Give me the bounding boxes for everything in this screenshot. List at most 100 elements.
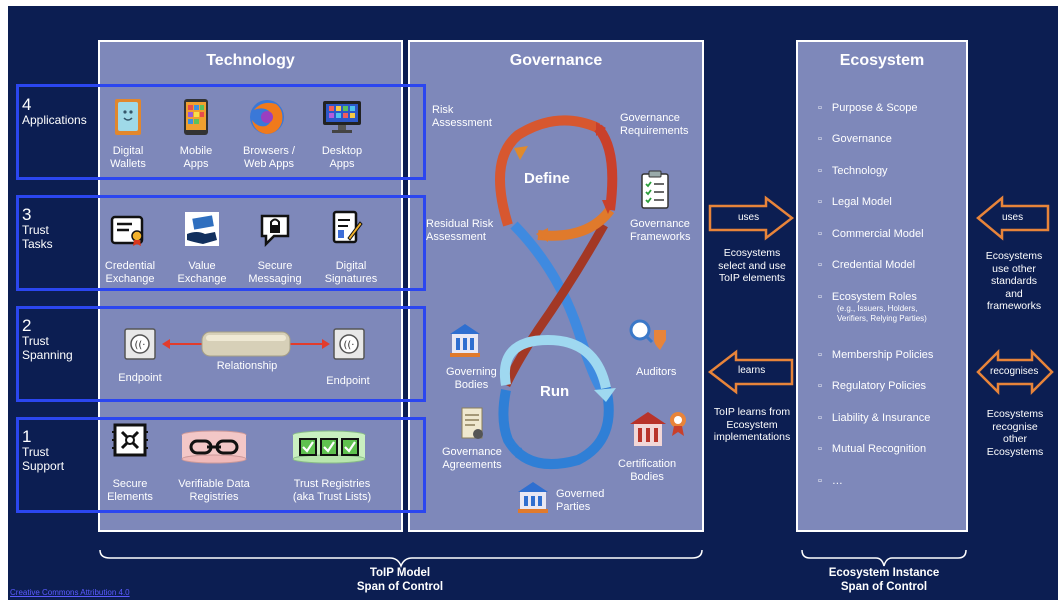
layer-name: Trust [22,223,49,237]
auditors-label: Auditors [636,366,677,378]
layer-number: 3 [22,205,32,224]
secure-messaging-icon [260,214,290,248]
list-item: ▫Governance [818,133,892,145]
layer-number: 4 [22,95,32,114]
list-item: ▫Membership Policies [818,349,934,361]
layer-row-trust-tasks [16,195,426,291]
secure-element-icon [112,423,148,457]
svg-text:((·: ((· [135,340,146,351]
credential-icon [110,215,144,246]
item-label: Trust Registries(aka Trust Lists) [292,478,372,503]
endpoint-right-icon: ((· [333,328,365,360]
trust-registry-icon [292,430,366,464]
layer-name: Applications [22,113,87,127]
certification-body-icon [630,412,686,446]
layer-label-trust-tasks: 3 Trust Tasks [22,206,53,251]
layer-row-trust-support [16,417,426,513]
list-item: ▫Commercial Model [818,228,924,240]
list-item: ▫Legal Model [818,196,892,208]
governance-title: Governance [509,52,603,69]
relationship-label: Relationship [216,360,278,372]
svg-text:((·: ((· [344,340,355,351]
browser-icon [250,100,284,134]
governance-cycle-diagram [495,115,618,470]
relationship-tube-icon [162,331,330,357]
uses-arrow-left [976,195,1050,241]
chain-link-icon [181,430,247,464]
layer-name: Spanning [22,348,73,362]
recognises-double-arrow [976,348,1054,396]
layer-label-trust-spanning: 2 Trust Spanning [22,317,73,362]
layer-name: Support [22,459,65,473]
layer-row-applications [16,84,426,180]
endpoint-left-icon: ((· [124,328,156,360]
agreement-scroll-icon [461,407,483,439]
layer-number: 2 [22,316,32,335]
mobile-app-icon [184,99,208,135]
right-uses-label: uses [1002,212,1024,223]
digital-signature-icon [332,210,363,244]
layer-row-trust-spanning [16,306,426,402]
recognises-label: recognises [990,366,1039,377]
value-exchange-icon [185,212,219,246]
list-item: ▫Credential Model [818,259,916,271]
list-item: ▫Technology [818,165,888,177]
technology-title: Technology [206,52,295,69]
governing-bodies-icon [450,324,480,357]
layer-name: Tasks [22,237,53,251]
list-item: ▫… [818,475,843,487]
auditor-icon [629,319,666,350]
list-item: ▫Liability & Insurance [818,412,931,424]
endpoint-left-label: Endpoint [118,372,162,384]
uses-arrow-right [708,195,795,241]
learns-arrow-left [707,349,794,395]
layer-number: 1 [22,427,32,446]
digital-wallet-icon [115,99,141,135]
governed-parties-icon [518,482,548,513]
define-label: Define [524,170,570,187]
ecosystem-span-brace [801,549,967,567]
list-item: ▫Purpose & Scope [818,102,918,114]
uses-label: uses [738,212,760,223]
checklist-icon [641,170,669,209]
list-item: ▫Ecosystem Roles (e.g., Issuers, Holders… [818,291,927,323]
layer-name: Trust [22,445,49,459]
layer-label-trust-support: 1 Trust Support [22,428,64,473]
run-label: Run [540,383,570,400]
ecosystem-panel [796,40,968,532]
layer-name: Trust [22,334,49,348]
layer-label-applications: 4 Applications [22,96,87,127]
desktop-app-icon [323,101,361,133]
list-item: ▫Mutual Recognition [818,443,927,455]
list-item: ▫Regulatory Policies [818,380,927,392]
license-link[interactable]: Creative Commons Attribution 4.0 [10,588,130,597]
item-label: Browsers /Web Apps [243,145,295,170]
learns-label: learns [738,365,766,376]
ecosystem-title: Ecosystem [839,52,925,69]
endpoint-right-label: Endpoint [326,375,370,387]
toip-span-brace [99,549,703,569]
